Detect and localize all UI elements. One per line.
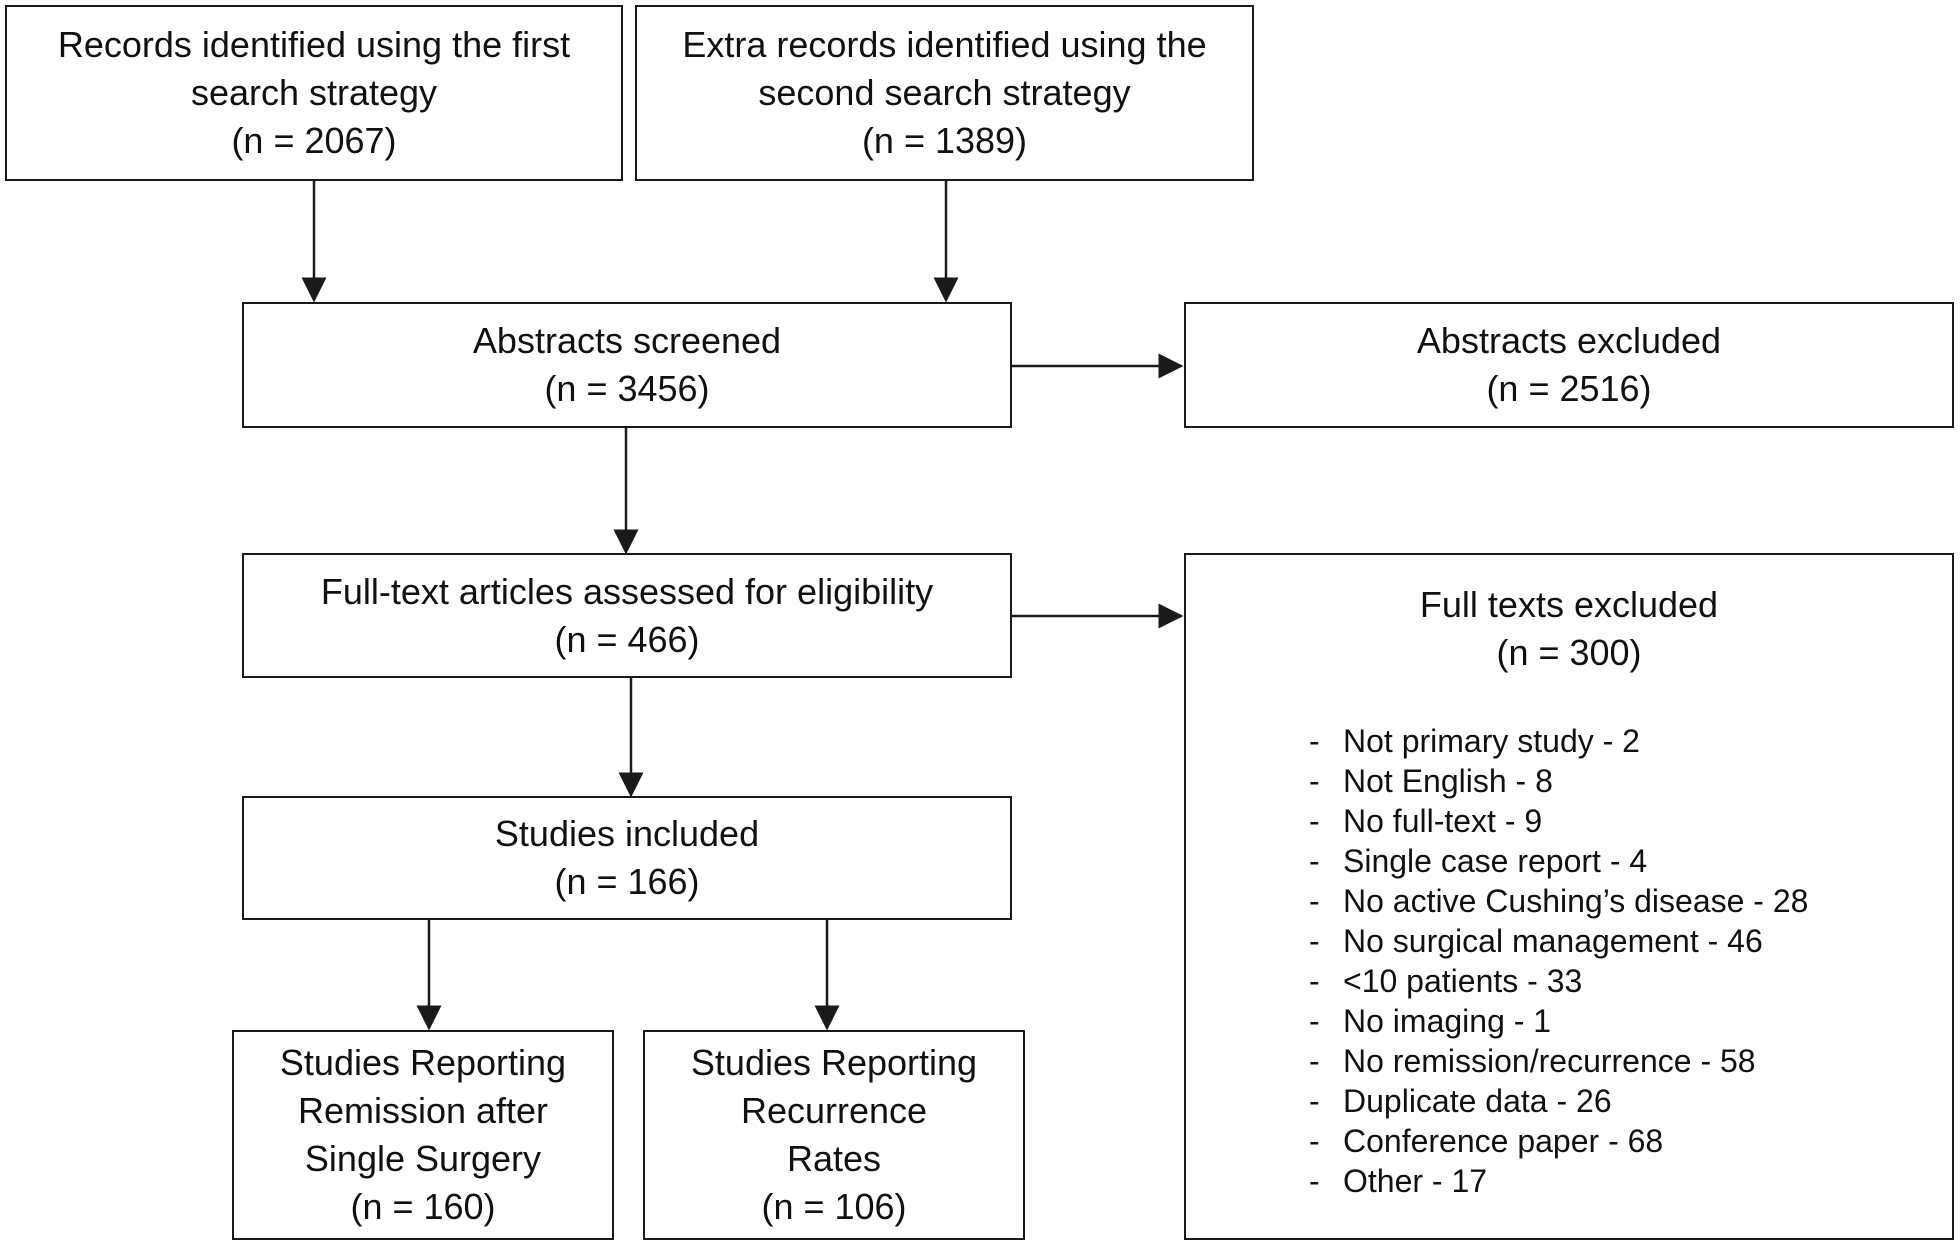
remission-studies-line-3: Single Surgery <box>304 1138 542 1179</box>
second-search-count: (n = 1389) <box>861 120 1028 161</box>
remission-studies-count: (n = 160) <box>350 1186 496 1227</box>
abstracts-excluded-box: Abstracts excluded (n = 2516) <box>1184 302 1954 428</box>
second-search-line-2: second search strategy <box>758 72 1131 113</box>
exclusion-reason: Not primary study - 2 <box>1309 721 1829 761</box>
first-search-count: (n = 2067) <box>231 120 397 161</box>
second-search-box: Extra records identified using the secon… <box>635 5 1254 181</box>
recurrence-studies-count: (n = 106) <box>761 1186 907 1227</box>
exclusion-reason: No surgical management - 46 <box>1309 921 1829 961</box>
abstracts-screened-box: Abstracts screened (n = 3456) <box>242 302 1012 428</box>
first-search-box: Records identified using the first searc… <box>5 5 623 181</box>
exclusion-reason: No full-text - 9 <box>1309 801 1829 841</box>
remission-studies-line-2: Remission after <box>297 1090 549 1131</box>
studies-included-label: Studies included <box>494 813 760 854</box>
full-text-assessed-label: Full-text articles assessed for eligibil… <box>320 570 934 612</box>
exclusion-reason: Duplicate data - 26 <box>1309 1081 1829 1121</box>
exclusion-reason: Not English - 8 <box>1309 761 1829 801</box>
abstracts-excluded-count: (n = 2516) <box>1486 368 1652 409</box>
exclusion-reason: No imaging - 1 <box>1309 1001 1829 1041</box>
abstracts-excluded-label: Abstracts excluded <box>1416 320 1722 361</box>
recurrence-studies-line-1: Studies Reporting <box>690 1042 978 1083</box>
studies-included-box: Studies included (n = 166) <box>242 796 1012 920</box>
abstracts-screened-label: Abstracts screened <box>472 320 782 361</box>
exclusion-reason: No remission/recurrence - 58 <box>1309 1041 1829 1081</box>
recurrence-studies-line-2: Recurrence <box>740 1090 928 1131</box>
exclusion-reason: Single case report - 4 <box>1309 841 1829 881</box>
recurrence-studies-box: Studies Reporting Recurrence Rates (n = … <box>643 1030 1025 1240</box>
full-texts-excluded-box: Full texts excluded (n = 300) Not primar… <box>1184 553 1954 1240</box>
full-text-assessed-count: (n = 466) <box>554 618 700 660</box>
studies-included-count: (n = 166) <box>554 861 700 902</box>
full-text-assessed-box: Full-text articles assessed for eligibil… <box>242 553 1012 678</box>
remission-studies-line-1: Studies Reporting <box>279 1042 567 1083</box>
first-search-line-1: Records identified using the first <box>57 24 571 65</box>
exclusion-reason: No active Cushing’s disease - 28 <box>1309 881 1829 921</box>
full-texts-excluded-label: Full texts excluded <box>1419 584 1719 625</box>
remission-studies-box: Studies Reporting Remission after Single… <box>232 1030 614 1240</box>
full-texts-excluded-count: (n = 300) <box>1496 632 1642 673</box>
exclusion-reason: Other - 17 <box>1309 1161 1829 1201</box>
exclusion-reason: <10 patients - 33 <box>1309 961 1829 1001</box>
abstracts-screened-count: (n = 3456) <box>544 368 710 409</box>
recurrence-studies-line-3: Rates <box>786 1138 882 1179</box>
second-search-line-1: Extra records identified using the <box>682 24 1207 65</box>
first-search-line-2: search strategy <box>190 72 438 113</box>
exclusion-reason: Conference paper - 68 <box>1309 1121 1829 1161</box>
exclusion-reasons-list: Not primary study - 2 Not English - 8 No… <box>1309 721 1829 1201</box>
